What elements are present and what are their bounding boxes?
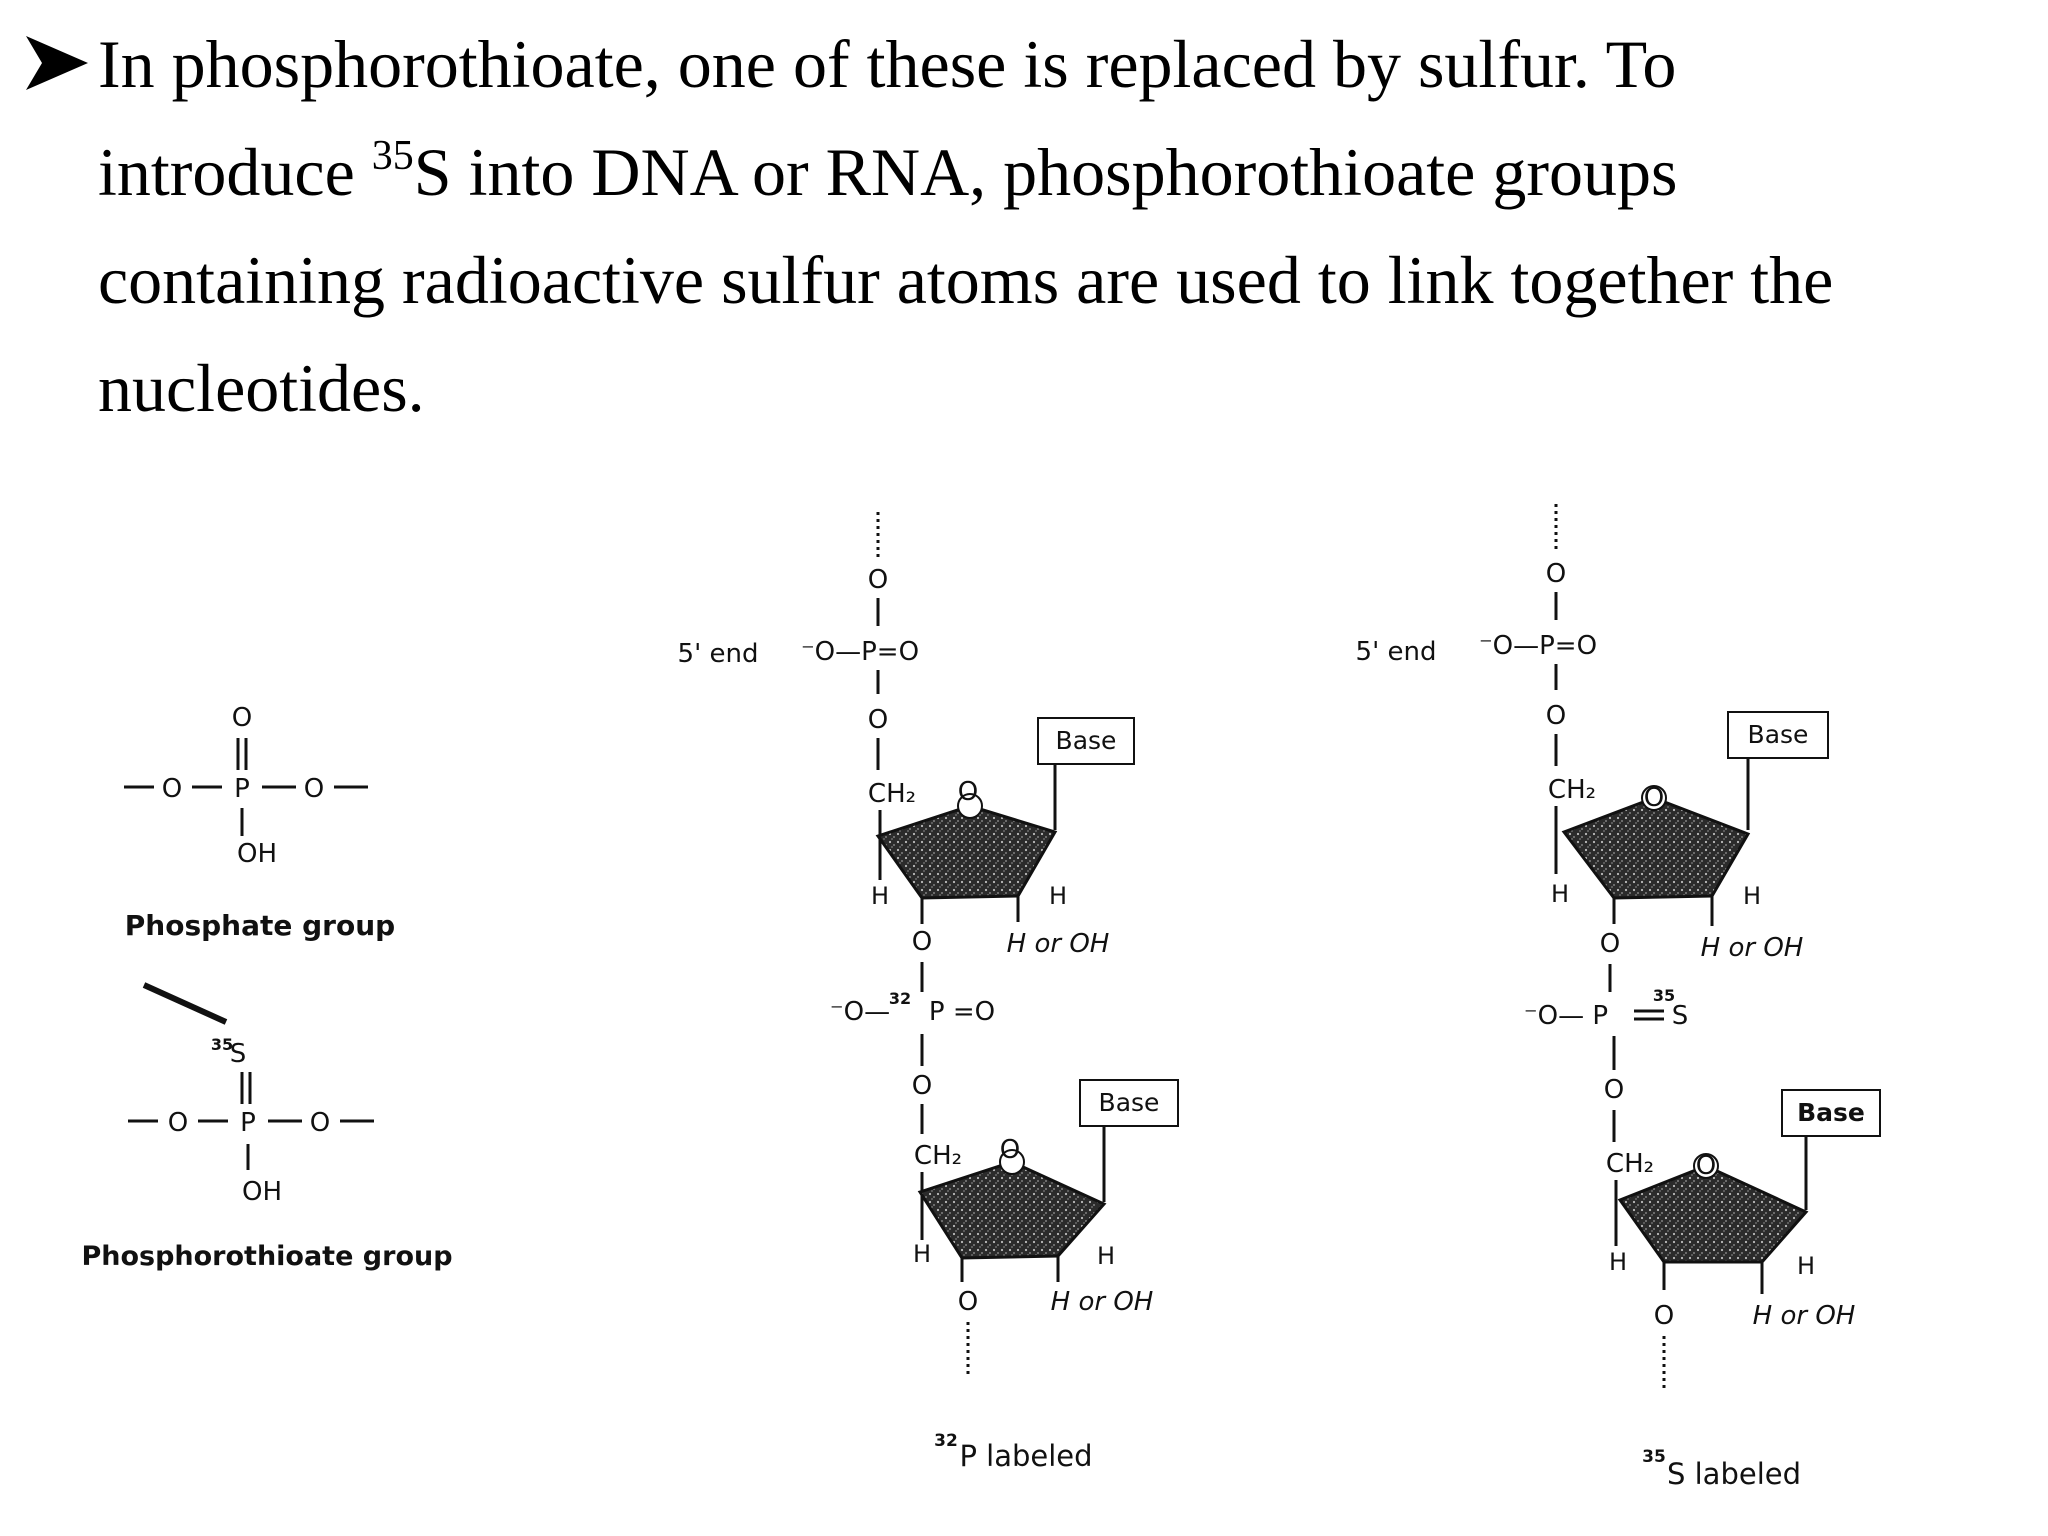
p32-top-phosphate: ⁻O—P=O (801, 637, 919, 667)
isotope-superscript: 35 (371, 133, 414, 179)
s35-h-left-bottom: H (1609, 1248, 1627, 1276)
p32-mid-phosphate-right: P =O (929, 997, 995, 1027)
phosphate-group-structure: O O P O OH Phosphate group (124, 703, 395, 942)
p32-caption-superscript: 32 (934, 1431, 958, 1451)
sulfur-pointer-stroke (142, 982, 228, 1025)
phosphate-right-O: O (304, 774, 324, 804)
s35-terminal-O: O (1654, 1301, 1674, 1331)
p32-terminal-O: O (958, 1287, 978, 1317)
s35-ch2-bottom: CH₂ (1606, 1149, 1654, 1179)
line-3: containing radioactive sulfur atoms are … (98, 242, 1834, 318)
s35-caption-superscript: 35 (1642, 1447, 1666, 1467)
p32-h-right-bottom: H (1097, 1242, 1115, 1270)
s35-base-top: Base (1748, 720, 1809, 749)
phosphorothioate-S: S (230, 1039, 247, 1069)
p32-ch2-top: CH₂ (868, 779, 916, 809)
p32-lower-O: O (912, 1071, 932, 1101)
p32-5-end-label: 5' end (678, 639, 759, 669)
s35-h-or-oh-top: H or OH (1701, 933, 1804, 963)
line-4: nucleotides. (98, 350, 425, 426)
phosphorothioate-group-caption: Phosphorothioate group (81, 1241, 452, 1272)
phosphorothioate-left-O: O (168, 1108, 188, 1138)
phosphate-P: P (234, 774, 250, 804)
isotope-35-left: 35 (211, 1035, 233, 1054)
phosphorothioate-group-structure: 35 S O P O OH Phosphorothioate group (81, 982, 453, 1272)
p32-ester-O: O (868, 705, 888, 735)
line-2-post: S into DNA or RNA, phosphorothioate grou… (413, 134, 1678, 210)
s35-sugar-ring-top (1561, 796, 1751, 900)
bullet-text-block: In phosphorothioate, one of these is rep… (22, 10, 2022, 442)
s35-top-O: O (1546, 559, 1566, 589)
s35-base-bottom: Base (1797, 1098, 1865, 1127)
p32-ch2-bottom: CH₂ (914, 1141, 962, 1171)
s35-ester-O: O (1546, 701, 1566, 731)
p32-h-or-oh-bottom: H or OH (1051, 1287, 1154, 1317)
phosphorothioate-P: P (240, 1108, 256, 1138)
s35-isotope-35: 35 (1653, 986, 1675, 1005)
p32-labeled-caption: P labeled (959, 1439, 1092, 1473)
phosphate-group-caption: Phosphate group (125, 909, 395, 942)
p32-sugar-ring-bottom (917, 1160, 1107, 1260)
s35-ring-O-top: O (1644, 783, 1664, 813)
s35-ch2-top: CH₂ (1548, 775, 1596, 805)
s35-mid-phosphate-right: S (1672, 1001, 1689, 1031)
s35-h-right-top: H (1743, 882, 1761, 910)
s35-3-O: O (1600, 929, 1620, 959)
p32-base-top: Base (1056, 726, 1117, 755)
s35-labeled-strand: O 5' end ⁻O—P=O O CH₂ Base O H H O H or … (1356, 504, 1881, 1491)
p32-sugar-ring-top (875, 804, 1058, 900)
body-paragraph: In phosphorothioate, one of these is rep… (98, 10, 2038, 442)
s35-ring-O-bottom: O (1696, 1151, 1716, 1181)
phosphate-top-O: O (232, 703, 252, 733)
p32-h-left-bottom: H (913, 1240, 931, 1268)
line-2-pre: introduce (98, 134, 372, 210)
p32-base-bottom: Base (1099, 1088, 1160, 1117)
s35-top-phosphate: ⁻O—P=O (1479, 631, 1597, 661)
p32-isotope-32: 32 (889, 989, 911, 1008)
phosphorothioate-OH: OH (242, 1177, 282, 1207)
s35-h-right-bottom: H (1797, 1252, 1815, 1280)
s35-sugar-ring-bottom (1617, 1164, 1809, 1264)
p32-top-O: O (868, 565, 888, 595)
p32-mid-phosphate-left: ⁻O— (830, 997, 890, 1027)
s35-labeled-caption: S labeled (1667, 1457, 1801, 1491)
phosphorothioate-right-O: O (310, 1108, 330, 1138)
p32-h-or-oh-top: H or OH (1007, 929, 1110, 959)
arrow-bullet-icon (26, 36, 88, 90)
p32-h-right-top: H (1049, 882, 1067, 910)
s35-5-end-label: 5' end (1356, 637, 1437, 667)
s35-h-or-oh-bottom: H or OH (1753, 1301, 1856, 1331)
p32-labeled-strand: O 5' end ⁻O—P=O O CH₂ Base O H H O H or … (678, 512, 1179, 1473)
line-1: In phosphorothioate, one of these is rep… (98, 26, 1677, 102)
s35-mid-phosphate-left: ⁻O— P (1524, 1001, 1608, 1031)
p32-3-O: O (912, 927, 932, 957)
phosphate-OH: OH (237, 839, 277, 869)
s35-lower-O: O (1604, 1075, 1624, 1105)
p32-ring-O-bottom: O (1000, 1135, 1020, 1165)
s35-h-left-top: H (1551, 880, 1569, 908)
p32-h-left-top: H (871, 882, 889, 910)
p32-ring-O-top: O (958, 777, 978, 807)
phosphate-left-O: O (162, 774, 182, 804)
